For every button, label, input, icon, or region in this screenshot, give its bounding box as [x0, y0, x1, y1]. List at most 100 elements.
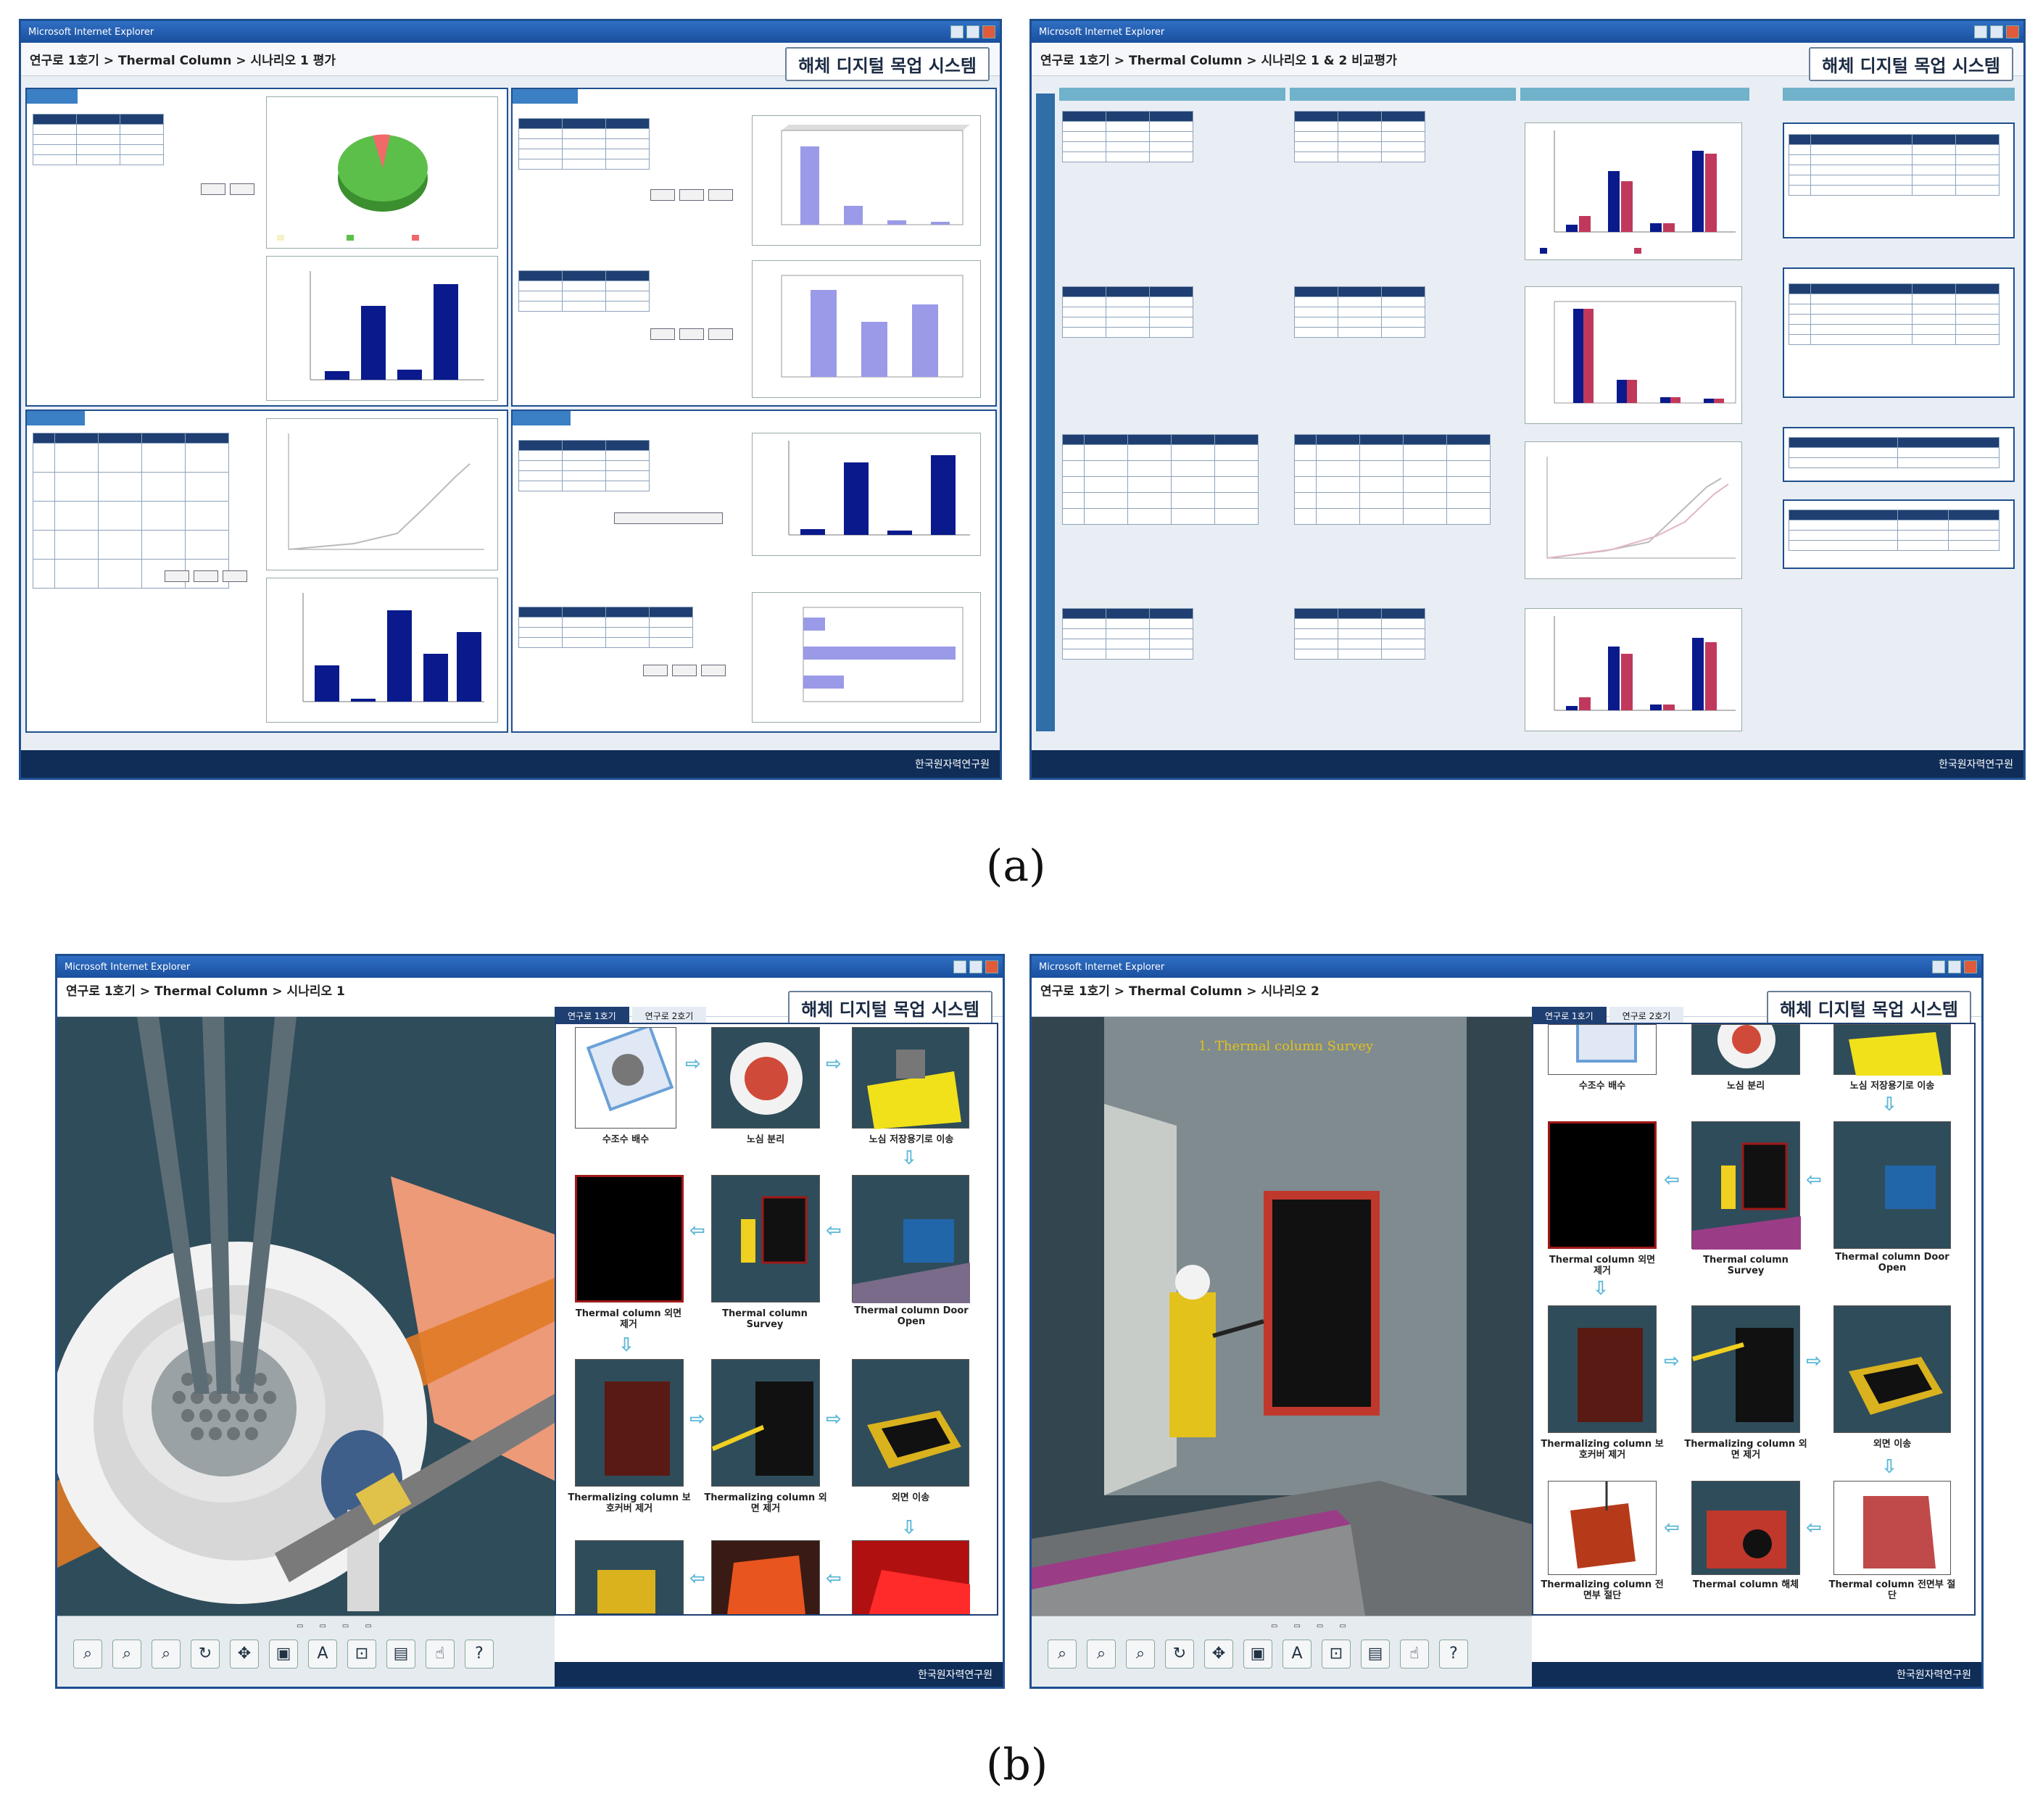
- step-thumb[interactable]: [1548, 1024, 1657, 1075]
- step-thumb[interactable]: [575, 1540, 684, 1614]
- close-button[interactable]: [1964, 960, 1977, 973]
- mode-option[interactable]: ▭: [1316, 1622, 1324, 1630]
- compare-table-4b: [1294, 608, 1425, 660]
- mode-option[interactable]: ▭: [365, 1622, 372, 1630]
- step-thumb[interactable]: [575, 1024, 676, 1129]
- step-thumb[interactable]: [575, 1359, 684, 1487]
- rotate-icon[interactable]: ↻: [1165, 1639, 1194, 1669]
- delete-button[interactable]: [194, 570, 218, 582]
- maximize-button[interactable]: [966, 25, 979, 38]
- rotate-icon[interactable]: ↻: [191, 1639, 220, 1669]
- step-thumb[interactable]: [1833, 1481, 1951, 1575]
- minimize-button[interactable]: [1974, 25, 1987, 38]
- step-thumb[interactable]: [852, 1540, 970, 1614]
- frame-icon[interactable]: ⊡: [1322, 1639, 1351, 1669]
- edit-button[interactable]: [165, 570, 189, 582]
- add-button[interactable]: [708, 328, 733, 340]
- 3d-viewport[interactable]: 1. Thermal column Survey: [1032, 1017, 1532, 1616]
- step-thumb[interactable]: [852, 1359, 969, 1487]
- tab-reactor-2[interactable]: 연구로 2호기: [631, 1007, 707, 1025]
- add-button[interactable]: [701, 665, 726, 676]
- close-button[interactable]: [2006, 25, 2019, 38]
- text-icon[interactable]: A: [308, 1639, 337, 1669]
- core-transfer-image: [1849, 1032, 1943, 1076]
- pan-icon[interactable]: ✥: [1204, 1639, 1233, 1669]
- zoom-fit-icon[interactable]: ⌕: [152, 1639, 181, 1669]
- minimize-button[interactable]: [950, 25, 964, 38]
- step-label: Thermal column 외면 제거: [1549, 1255, 1656, 1276]
- step-thumb[interactable]: [711, 1540, 820, 1614]
- camera-icon[interactable]: ▤: [1361, 1639, 1390, 1669]
- delete-button[interactable]: [672, 665, 697, 676]
- step-thumb[interactable]: [1833, 1305, 1951, 1433]
- step-thumb[interactable]: [1691, 1305, 1800, 1433]
- help-icon[interactable]: ?: [465, 1639, 494, 1669]
- minimize-button[interactable]: [953, 960, 966, 973]
- zoom-out-icon[interactable]: ⌕: [1087, 1639, 1116, 1669]
- help-icon[interactable]: ?: [1439, 1639, 1468, 1669]
- close-button[interactable]: [985, 960, 998, 973]
- cube-icon[interactable]: ▣: [269, 1639, 298, 1669]
- text-icon[interactable]: A: [1282, 1639, 1311, 1669]
- front-cut-image: [1863, 1496, 1936, 1568]
- more-button[interactable]: [230, 183, 254, 195]
- edit-button[interactable]: [650, 189, 675, 201]
- step-thumb[interactable]: [1548, 1305, 1657, 1433]
- delete-button[interactable]: [679, 189, 704, 201]
- breadcrumb: 연구로 1호기 > Thermal Column > 시나리오 2: [1040, 984, 1319, 999]
- pie-chart-svg: [277, 134, 428, 241]
- tab-reactor-1[interactable]: 연구로 1호기: [555, 1007, 629, 1025]
- step-thumb[interactable]: [852, 1175, 970, 1303]
- zoom-in-icon[interactable]: ⌕: [73, 1639, 102, 1669]
- step-thumb[interactable]: [1548, 1121, 1657, 1249]
- column-header-evaluation: [1783, 88, 2015, 101]
- window-a-right: Microsoft Internet Explorer 연구로 1호기 > Th…: [1029, 19, 2026, 780]
- mode-option[interactable]: ▭: [297, 1622, 304, 1630]
- frame-icon[interactable]: ⊡: [347, 1639, 376, 1669]
- add-button[interactable]: [708, 189, 733, 201]
- calculate-button[interactable]: [614, 512, 723, 524]
- section-tab: [27, 89, 78, 104]
- step-thumb[interactable]: [711, 1027, 820, 1129]
- zoom-out-icon[interactable]: ⌕: [112, 1639, 141, 1669]
- pan-icon[interactable]: ✥: [230, 1639, 259, 1669]
- step-thumb[interactable]: [1691, 1121, 1801, 1250]
- mode-option[interactable]: ▭: [1339, 1622, 1346, 1630]
- mode-option[interactable]: ▭: [1271, 1622, 1278, 1630]
- tab-reactor-2[interactable]: 연구로 2호기: [1609, 1007, 1684, 1025]
- cube-icon[interactable]: ▣: [1243, 1639, 1272, 1669]
- step-thumb[interactable]: [711, 1175, 820, 1302]
- add-button[interactable]: [223, 570, 247, 582]
- brand-title: 해체 디지털 목업 시스템: [1767, 991, 1971, 1025]
- detail-button[interactable]: [201, 183, 225, 195]
- step-thumb[interactable]: [575, 1175, 684, 1302]
- mode-option[interactable]: ▭: [341, 1622, 349, 1630]
- hand-icon[interactable]: ☝: [426, 1639, 455, 1669]
- step-thumb[interactable]: [1548, 1481, 1657, 1575]
- delete-button[interactable]: [679, 328, 704, 340]
- camera-icon[interactable]: ▤: [386, 1639, 415, 1669]
- step-thumb[interactable]: [1833, 1024, 1951, 1076]
- step-thumb[interactable]: [1833, 1121, 1951, 1249]
- mode-option[interactable]: ▭: [319, 1622, 326, 1630]
- step-thumb[interactable]: [852, 1027, 969, 1129]
- step-thumb[interactable]: [711, 1359, 820, 1487]
- close-button[interactable]: [982, 25, 995, 38]
- maximize-button[interactable]: [1990, 25, 2003, 38]
- pool-drain-image: [586, 1024, 674, 1112]
- compare-bar-chart-2: [1525, 286, 1742, 424]
- maximize-button[interactable]: [969, 960, 982, 973]
- schedule-buttons: [643, 665, 726, 676]
- hand-icon[interactable]: ☝: [1400, 1639, 1429, 1669]
- step-thumb[interactable]: [1691, 1024, 1800, 1075]
- step-thumb[interactable]: [1691, 1481, 1800, 1575]
- zoom-in-icon[interactable]: ⌕: [1048, 1639, 1077, 1669]
- edit-button[interactable]: [650, 328, 675, 340]
- maximize-button[interactable]: [1948, 960, 1961, 973]
- zoom-fit-icon[interactable]: ⌕: [1126, 1639, 1155, 1669]
- mode-option[interactable]: ▭: [1293, 1622, 1301, 1630]
- 3d-viewport[interactable]: [57, 1017, 555, 1616]
- minimize-button[interactable]: [1932, 960, 1945, 973]
- tab-reactor-1[interactable]: 연구로 1호기: [1532, 1007, 1607, 1025]
- edit-button[interactable]: [643, 665, 668, 676]
